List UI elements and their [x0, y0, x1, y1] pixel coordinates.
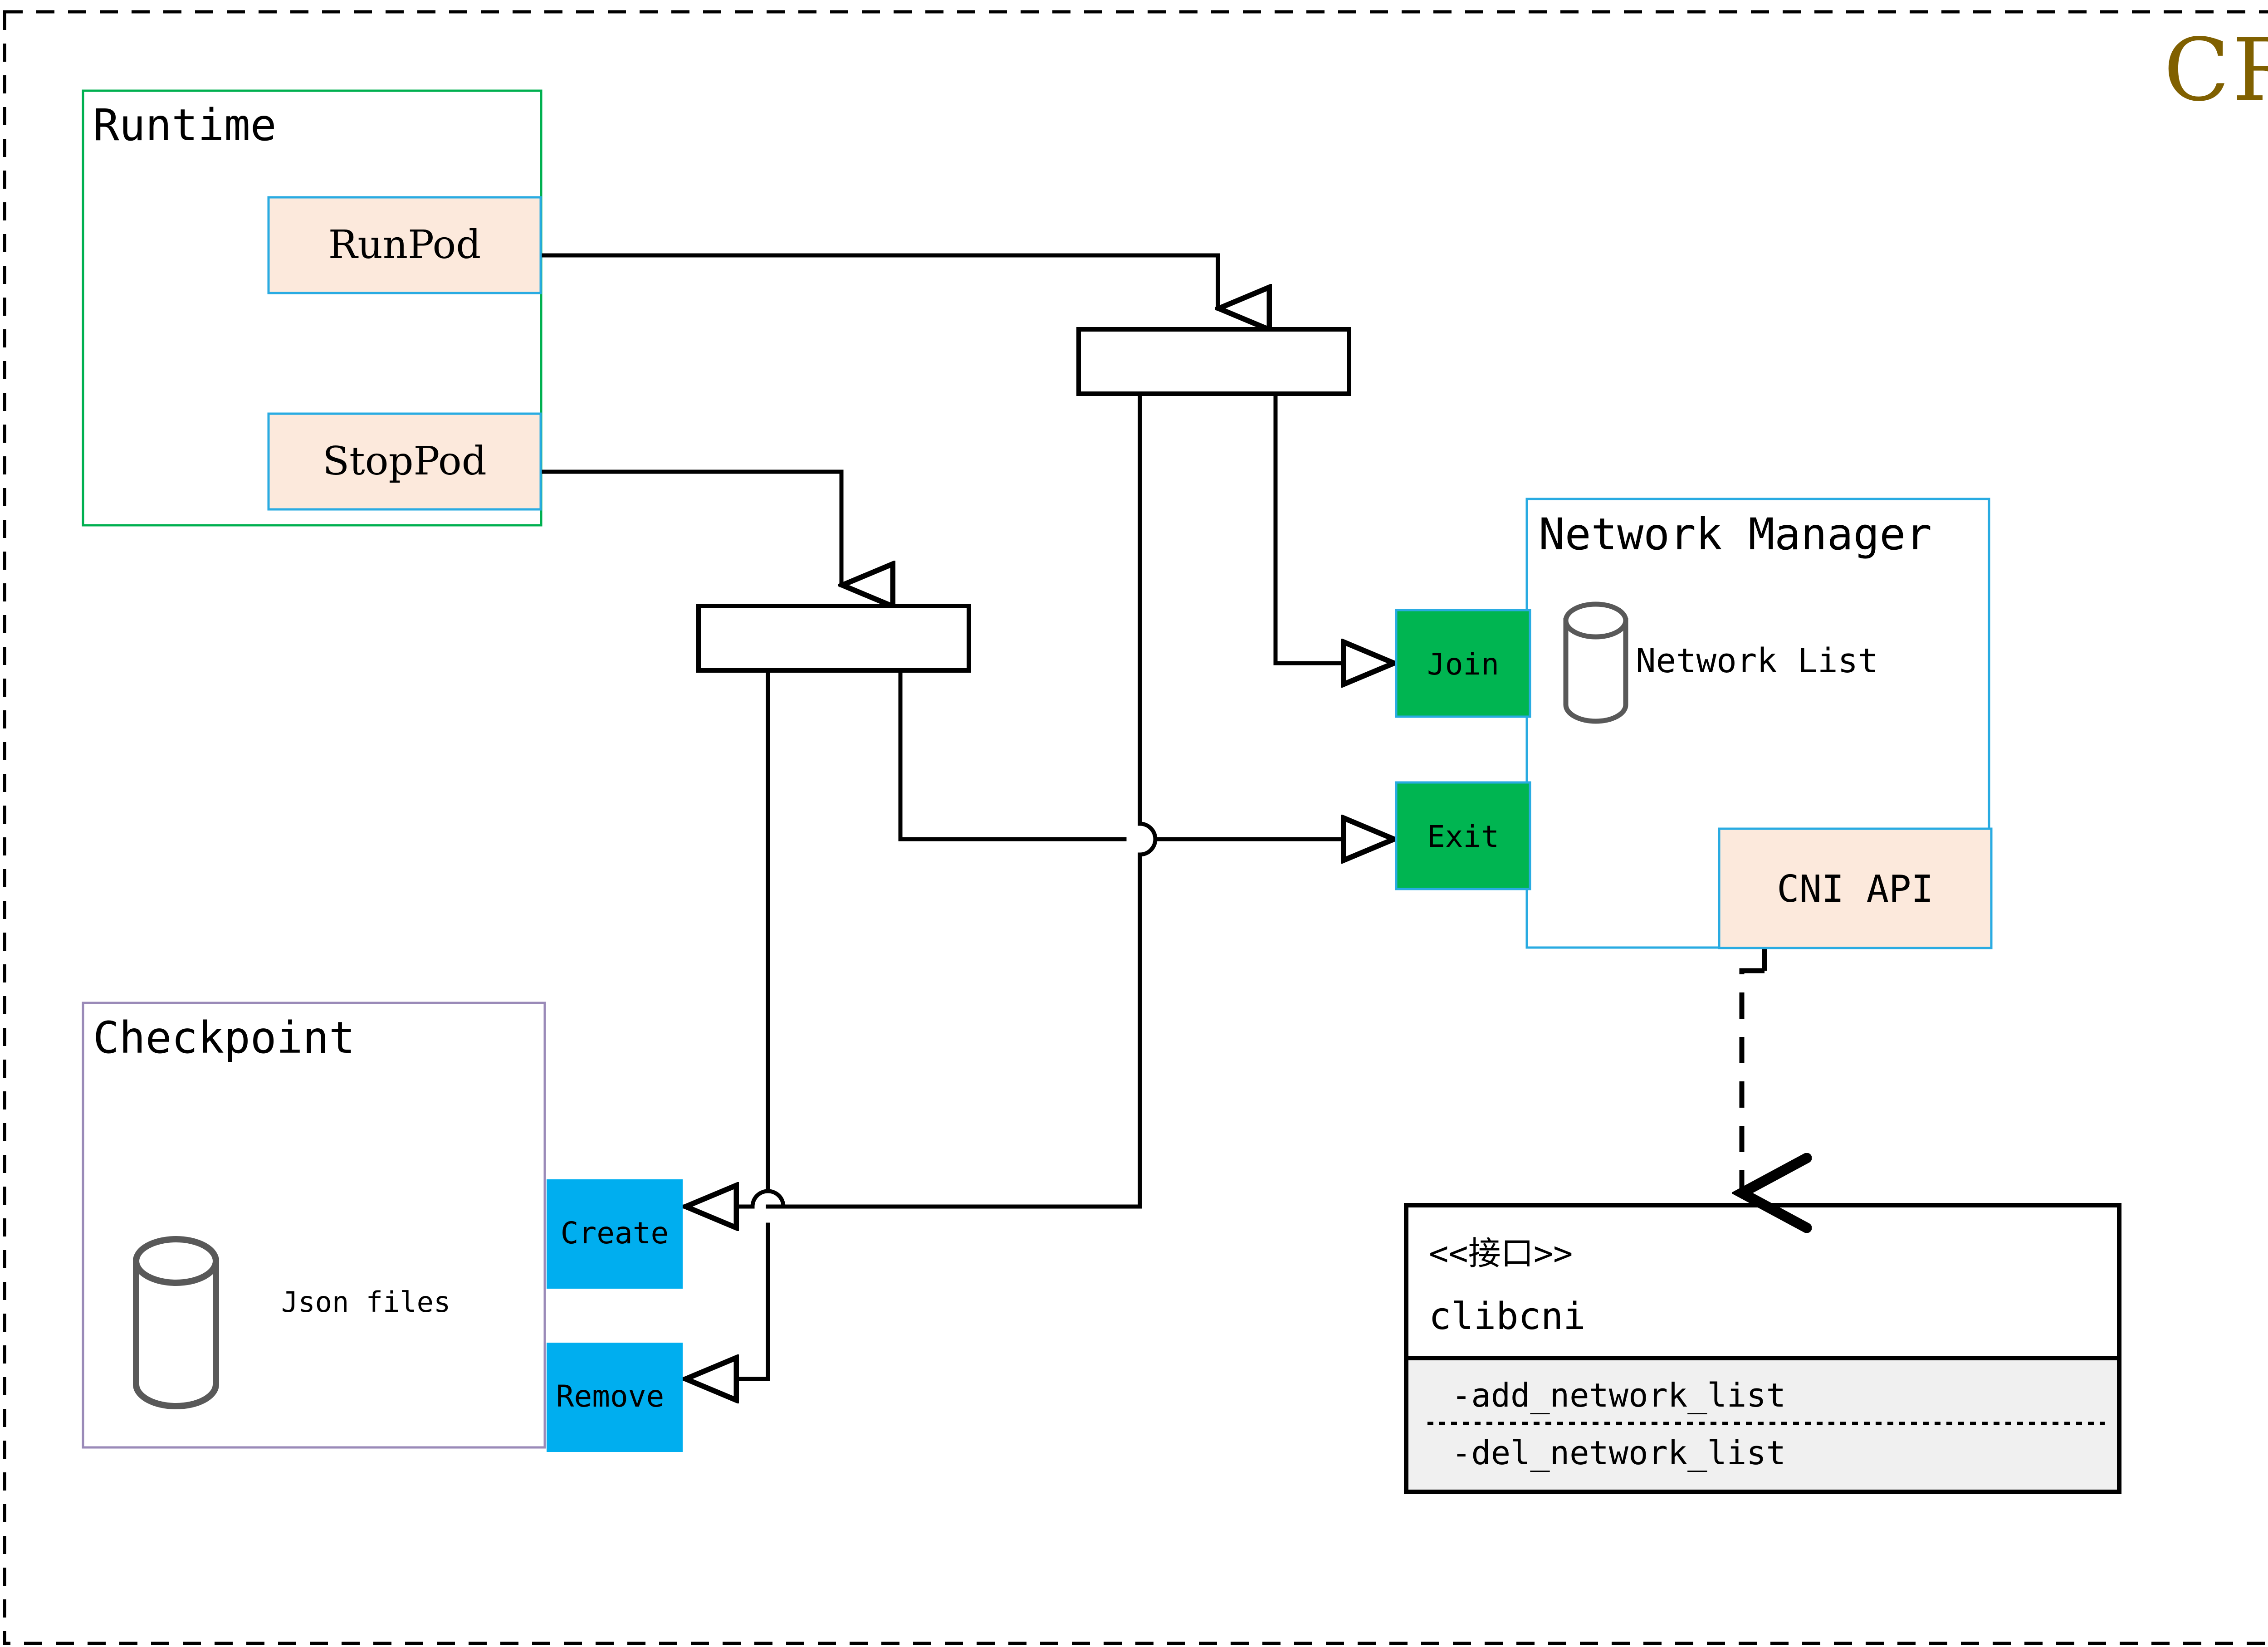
- clibcni-stereotype: <<接口>>: [1429, 1234, 1573, 1272]
- create-op-box[interactable]: [547, 1179, 683, 1289]
- exit-label: Exit: [1427, 819, 1499, 854]
- line-hop-exit: [1138, 821, 1158, 857]
- clibcni-name: clibcni: [1429, 1295, 1586, 1338]
- edge-cniapi-to-clibcni: [1742, 948, 1765, 1193]
- edge-fork2-left-leg-cont: [685, 1222, 770, 1379]
- json-files-cylinder-icon: [133, 1236, 219, 1409]
- network-list-cylinder-icon: [1563, 601, 1628, 724]
- stoppod-box[interactable]: [267, 412, 542, 511]
- exit-port-box[interactable]: [1395, 781, 1531, 890]
- clibcni-method-del: -del_network_list: [1452, 1434, 1786, 1472]
- edge-runpod-to-fork: [538, 253, 1218, 308]
- runpod-label: RunPod: [328, 222, 481, 268]
- runpod-box[interactable]: [267, 196, 542, 294]
- edge-fork2-right-leg-to-exit: [898, 668, 1127, 841]
- edge-fork1-left-leg-cont: [766, 852, 1142, 1209]
- cni-api-box[interactable]: [1718, 827, 1993, 949]
- stoppod-label: StopPod: [323, 439, 487, 484]
- clibcni-method-add: -add_network_list: [1452, 1376, 1786, 1414]
- network-manager-group-label: Network Manager: [1539, 509, 1932, 560]
- network-list-label: Network List: [1636, 641, 1878, 680]
- checkpoint-group-label: Checkpoint: [93, 1012, 355, 1063]
- create-label: Create: [560, 1216, 669, 1251]
- line-hop-create: [750, 1189, 786, 1209]
- remove-label: Remove: [556, 1379, 665, 1414]
- outer-frame: [3, 10, 2268, 1645]
- remove-op-box[interactable]: [547, 1343, 683, 1452]
- clibcni-interface-box: [1404, 1203, 2121, 1494]
- join-label: Join: [1427, 647, 1499, 682]
- json-files-label: Json files: [281, 1285, 451, 1319]
- runpod-fork-bar: [1076, 327, 1351, 396]
- stoppod-fork-bar: [696, 604, 971, 673]
- runtime-group-label: Runtime: [93, 100, 277, 151]
- cni-api-label: CNI API: [1777, 868, 1934, 911]
- join-port-box[interactable]: [1395, 609, 1531, 718]
- edge-stoppod-to-fork: [538, 469, 841, 585]
- diagram-title: CRI: [2164, 20, 2268, 120]
- edge-fork1-right-leg-to-join: [1273, 391, 1395, 663]
